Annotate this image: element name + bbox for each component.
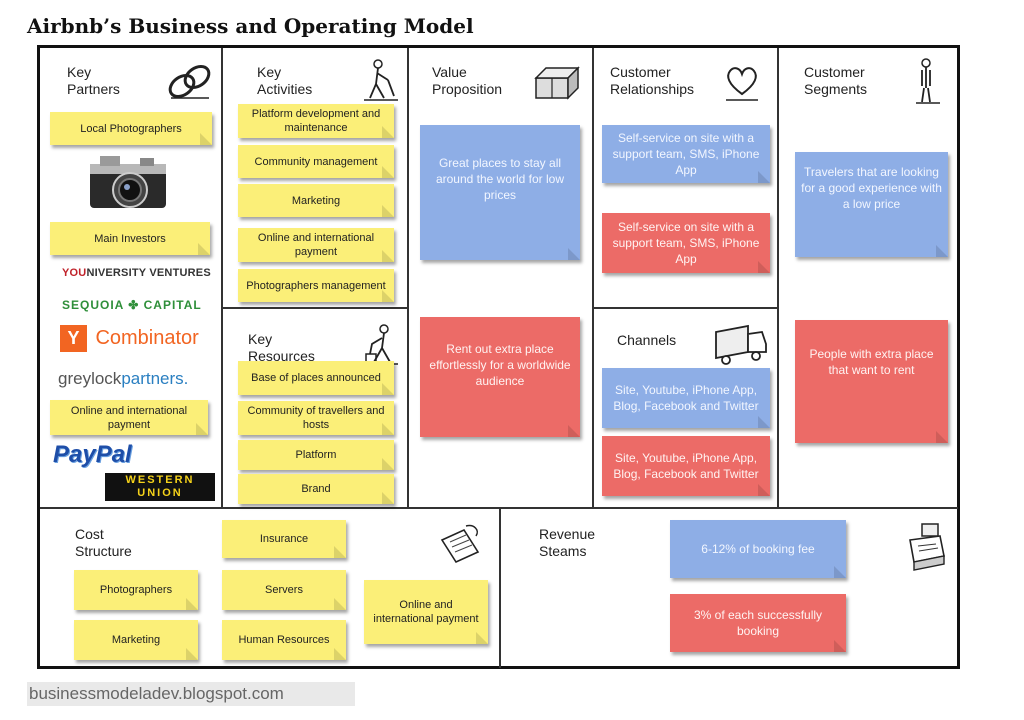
note-cost-photographers: Photographers (74, 570, 198, 610)
note-revenue-red: 3% of each successfully booking (670, 594, 846, 652)
note-community-base: Community of travellers and hosts (238, 401, 394, 435)
note-marketing-activity: Marketing (238, 184, 394, 217)
note-value-red: Rent out extra place effortlessly for a … (420, 317, 580, 437)
divider-partners (221, 48, 223, 508)
camera-icon (90, 156, 166, 208)
section-channels: Channels (617, 332, 677, 348)
note-cost-marketing: Marketing (74, 620, 198, 660)
note-platform: Platform (238, 440, 394, 470)
y-letter: Y (60, 325, 87, 352)
note-revenue-blue: 6-12% of booking fee (670, 520, 846, 578)
note-cost-servers: Servers (222, 570, 346, 610)
section-key-partners: Key Partners (67, 64, 120, 97)
note-relationships-blue: Self-service on site with a support team… (602, 125, 770, 183)
note-community-management: Community management (238, 145, 394, 178)
note-brand: Brand (238, 474, 394, 504)
cash-register-icon (909, 523, 945, 571)
note-value-blue: Great places to stay all around the worl… (420, 125, 580, 260)
delivery-truck-icon (715, 324, 767, 365)
section-key-activities: Key Activities (257, 64, 313, 97)
divider-relationships (777, 48, 779, 508)
note-cost-payment: Online and international payment (364, 580, 488, 644)
section-value-proposition: Value Proposition (432, 64, 503, 97)
note-activity-payment: Online and international payment (238, 228, 394, 262)
page-title: Airbnb’s Business and Operating Model (27, 14, 474, 38)
divider-activities (407, 48, 409, 508)
section-customer-relationships: Customer Relationships (610, 64, 695, 97)
section-key-resources: Key Resources (248, 331, 315, 364)
sequoia-capital-logo: SEQUOIA ✤ CAPITAL (62, 298, 202, 312)
gardener-icon (364, 59, 398, 101)
note-channels-red: Site, Youtube, iPhone App, Blog, Faceboo… (602, 436, 770, 496)
note-segments-blue: Travelers that are looking for a good ex… (795, 152, 948, 257)
divider-activities-resources (222, 307, 408, 309)
note-local-photographers: Local Photographers (50, 112, 212, 145)
note-cost-human-resources: Human Resources (222, 620, 346, 660)
divider-value (592, 48, 594, 508)
paypal-logo: PayPal (53, 441, 132, 468)
receipt-quill-icon (440, 524, 480, 564)
source-footer: businessmodeladev.blogspot.com (27, 682, 355, 706)
university-ventures-logo: YOUNIVERSITY VENTURES (62, 267, 211, 279)
note-main-investors: Main Investors (50, 222, 210, 255)
section-cost-structure: Cost Structure (75, 526, 132, 559)
note-partner-payment: Online and international payment (50, 400, 208, 435)
y-combinator-logo: Y Combinator (60, 325, 199, 353)
divider-relationships-channels (593, 307, 778, 309)
greylock-partners-logo: greylockpartners. (58, 369, 189, 388)
note-photographers-management: Photographers management (238, 269, 394, 302)
note-segments-red: People with extra place that want to ren… (795, 320, 948, 443)
section-revenue-streams: Revenue Steams (539, 526, 596, 559)
note-relationships-red: Self-service on site with a support team… (602, 213, 770, 273)
note-cost-insurance: Insurance (222, 520, 346, 558)
western-union-logo: WESTERN UNION (105, 473, 215, 501)
chain-link-icon (168, 65, 211, 99)
note-platform-development: Platform development and maintenance (238, 104, 394, 138)
heart-icon (726, 67, 758, 101)
note-base-of-places: Base of places announced (238, 361, 394, 395)
divider-cost-revenue (499, 508, 501, 668)
gift-box-icon (534, 66, 580, 100)
standing-person-icon (916, 58, 940, 104)
section-customer-segments: Customer Segments (804, 64, 868, 97)
note-channels-blue: Site, Youtube, iPhone App, Blog, Faceboo… (602, 368, 770, 428)
